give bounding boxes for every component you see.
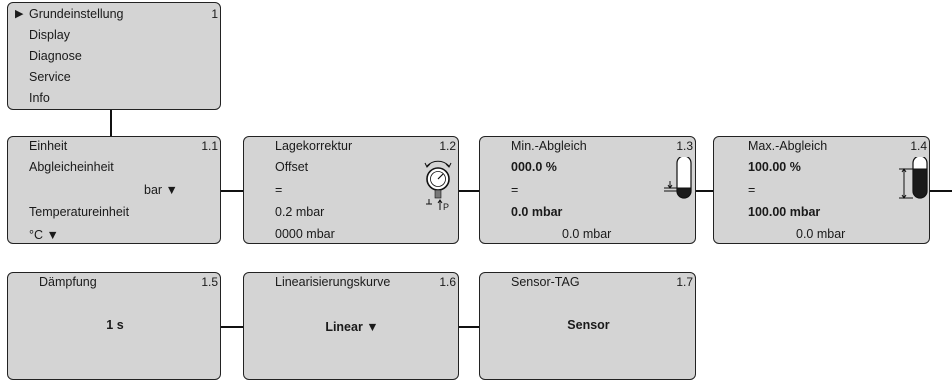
equals-sign: =: [511, 183, 519, 197]
adjustment-unit-select[interactable]: bar ▼: [144, 183, 178, 197]
min-pressure-value[interactable]: 0.0 mbar: [511, 205, 563, 219]
menu-item-info[interactable]: Info: [29, 91, 50, 105]
min-percent-value[interactable]: 000.0 %: [511, 160, 557, 174]
screen-number: 1.1: [201, 139, 218, 153]
damping-title: Dämpfung: [39, 275, 97, 289]
damping-value[interactable]: 1 s: [106, 318, 124, 332]
connector-1-2-to-1-3: [459, 190, 479, 192]
linearization-curve-title: Linearisierungskurve: [275, 275, 391, 289]
screen-1-1-unit: Einheit Abgleicheinheit bar ▼ Temperatur…: [7, 136, 221, 244]
min-adjustment-title: Min.-Abgleich: [511, 139, 587, 153]
max-adjustment-title: Max.-Abgleich: [748, 139, 828, 153]
menu-item-display[interactable]: Display: [29, 28, 70, 42]
temperature-unit-select[interactable]: °C ▼: [29, 228, 59, 242]
screen-number: 1.6: [439, 275, 456, 289]
connector-1-6-to-1-7: [459, 326, 479, 328]
linearization-curve-select[interactable]: Linear ▼: [325, 320, 379, 334]
offset-label: Offset: [275, 160, 309, 174]
offset-input[interactable]: 0000 mbar: [275, 227, 335, 241]
screen-1-4-max-adjustment: Max.-Abgleich 100.00 % = 100.00 mbar 0.0…: [713, 136, 930, 244]
min-current-measured-value: 0.0 mbar: [562, 227, 612, 241]
pressure-gauge-icon: [424, 160, 452, 210]
pressure-symbol-label: P: [443, 202, 450, 212]
screen-number: 1.4: [910, 139, 927, 153]
screen-1-6-linearization-curve: Linearisierungskurve Linear ▼ 1.6: [243, 272, 459, 380]
menu-item-service[interactable]: Service: [29, 70, 71, 84]
position-correction-title: Lagekorrektur: [275, 139, 353, 153]
screen-number: 1.7: [676, 275, 693, 289]
adjustment-unit-label: Abgleicheinheit: [29, 160, 114, 174]
sensor-tag-value[interactable]: Sensor: [567, 318, 610, 332]
screen-1-3-min-adjustment: Min.-Abgleich 000.0 % = 0.0 mbar 0.0 mba…: [479, 136, 696, 244]
max-current-measured-value: 0.0 mbar: [796, 227, 846, 241]
unit-title: Einheit: [29, 139, 68, 153]
main-menu-panel: ▶ Grundeinstellung Display Diagnose Serv…: [7, 2, 221, 110]
screen-number: 1.2: [439, 139, 456, 153]
screen-1-5-damping: Dämpfung 1 s 1.5: [7, 272, 221, 380]
screen-1-7-sensor-tag: Sensor-TAG Sensor 1.7: [479, 272, 696, 380]
menu-item-diagnose[interactable]: Diagnose: [29, 49, 82, 63]
vessel-min-level-icon: [664, 157, 692, 199]
max-pressure-value[interactable]: 100.00 mbar: [748, 205, 821, 219]
menu-number: 1: [211, 7, 218, 21]
max-percent-value[interactable]: 100.00 %: [748, 160, 801, 174]
connector-1-1-to-1-2: [221, 190, 243, 192]
screen-number: 1.3: [676, 139, 693, 153]
connector-1-4-out: [930, 190, 952, 192]
temperature-unit-label: Temperatureinheit: [29, 205, 130, 219]
screen-1-2-position-correction: Lagekorrektur Offset = 0.2 mbar 0000 mba…: [243, 136, 459, 244]
menu-item-grundeinstellung[interactable]: Grundeinstellung: [29, 7, 124, 21]
connector-1-5-to-1-6: [221, 326, 243, 328]
connector-main-down: [110, 110, 112, 136]
screen-number: 1.5: [201, 275, 218, 289]
menu-pointer-icon: ▶: [15, 8, 24, 20]
equals-sign: =: [275, 183, 283, 197]
sensor-tag-title: Sensor-TAG: [511, 275, 580, 289]
offset-value: 0.2 mbar: [275, 205, 325, 219]
connector-1-3-to-1-4: [696, 190, 713, 192]
vessel-max-level-icon: [899, 157, 928, 199]
equals-sign: =: [748, 183, 756, 197]
